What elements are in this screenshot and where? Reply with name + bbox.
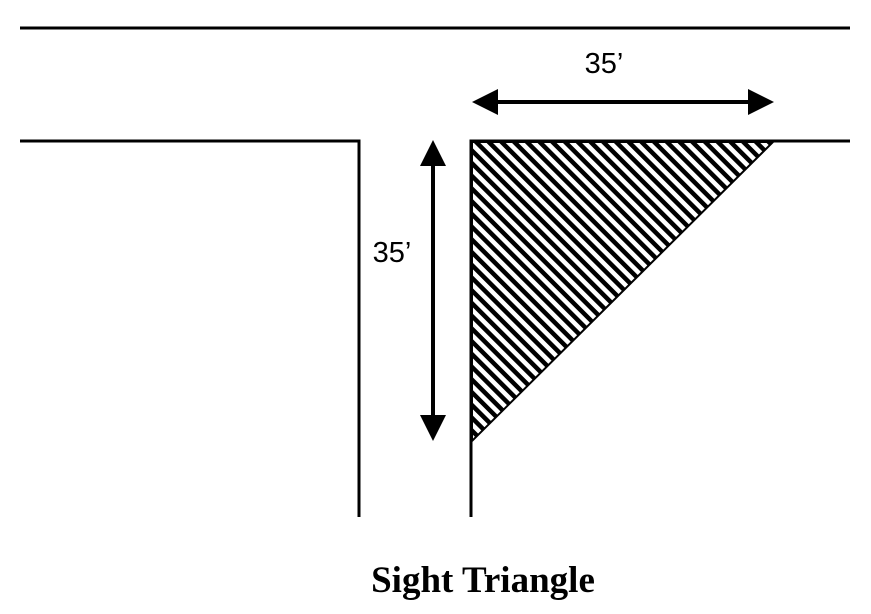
arrowhead-up-icon <box>420 140 446 166</box>
street-bottom-edge-left <box>20 139 361 517</box>
horizontal-dimension-label: 35’ <box>585 48 624 80</box>
arrowhead-down-icon <box>420 415 446 441</box>
vertical-dimension-label: 35’ <box>373 237 412 269</box>
vertical-dimension-arrow <box>420 140 446 441</box>
horizontal-dimension-arrow <box>472 89 774 115</box>
arrowhead-right-icon <box>748 89 774 115</box>
sight-triangle-area <box>471 141 776 444</box>
arrowhead-left-icon <box>472 89 498 115</box>
diagram-caption: Sight Triangle <box>371 560 595 601</box>
